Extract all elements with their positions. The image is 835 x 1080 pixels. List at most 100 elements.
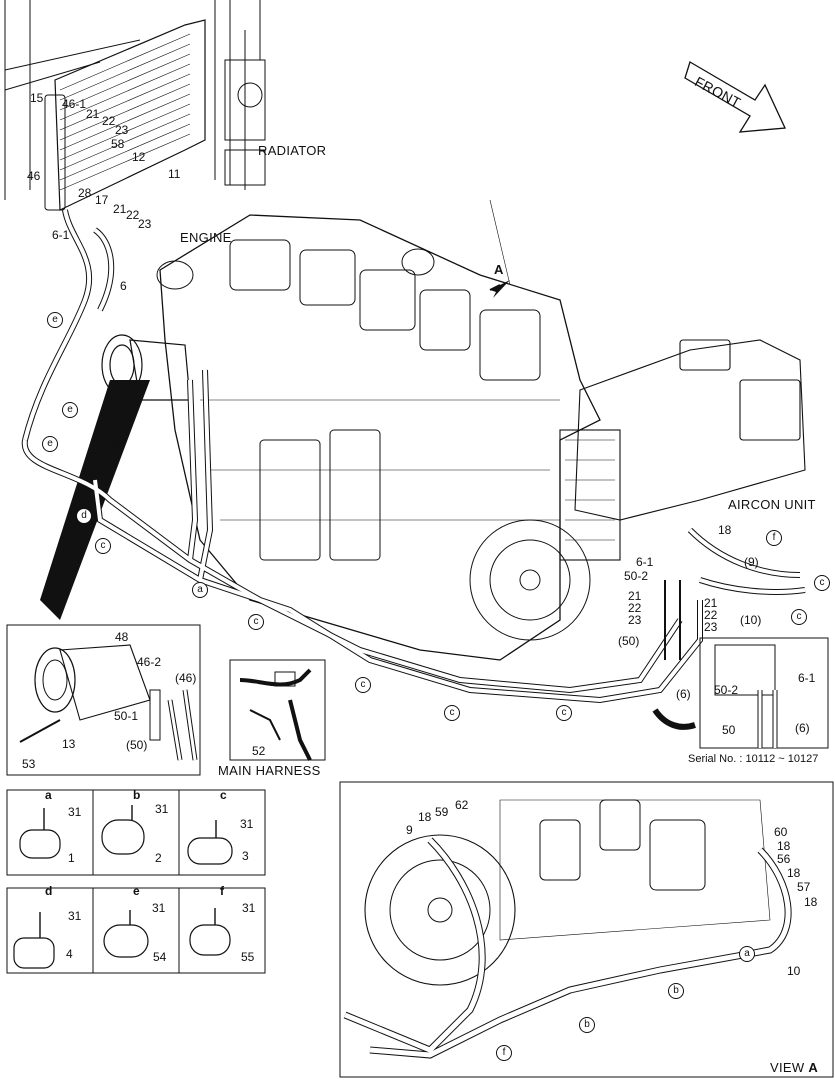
part-label: 52 [252,744,266,758]
clip-callout-a: a [739,946,755,962]
part-label: 18 [718,523,732,537]
clip-callout-b: b [579,1017,595,1033]
part-label: 46 [27,169,41,183]
part-label: 6-1 [798,671,816,685]
clip-callout-a: a [192,582,208,598]
view-a-arrow [490,280,510,298]
part-label: 21 [628,589,642,603]
part-label: (9) [744,555,759,569]
clip-bolt-label: 31 [155,802,169,816]
part-label: 9 [406,823,413,837]
engine-title: ENGINE [180,230,232,245]
part-label: 18 [787,866,801,880]
part-label: 56 [777,852,791,866]
aircon-unit-title: AIRCON UNIT [728,497,816,512]
clip-callout-b: b [668,983,684,999]
part-label: 6-1 [636,555,654,569]
engine-block [156,199,601,661]
part-label: 6 [120,279,127,293]
clip-letter: b [133,788,141,802]
clip-bolt-label: 31 [242,901,256,915]
main-harness-title: MAIN HARNESS [218,763,321,778]
view-a-label: VIEW A [770,1060,818,1075]
part-label: 6-1 [52,228,70,242]
clip-callout-c: c [444,705,460,721]
part-label: 12 [132,150,146,164]
clip-callout-e: e [47,312,63,328]
clip-callout-f: f [496,1045,512,1061]
part-label: 18 [777,839,791,853]
clip-part-label: 1 [68,851,75,865]
clip-bolt-label: 31 [68,805,82,819]
part-label: 50-1 [114,709,139,723]
clip-callout-f: f [766,530,782,546]
part-label: 21 [86,107,100,121]
radiator-title: RADIATOR [258,143,327,158]
part-label: 23 [115,123,129,137]
part-label: 23 [704,620,718,634]
part-label: 22 [704,608,718,622]
part-label: 10 [787,964,801,978]
clip-callout-d: d [76,508,92,524]
part-label: 18 [804,895,818,909]
part-label: 46-1 [62,97,87,111]
part-label: (50) [126,738,148,752]
clip-callout-c: c [814,575,830,591]
hose-lines [21,369,703,704]
clip-letter: e [133,884,140,898]
clip-letter: f [220,884,224,898]
part-label: 21 [704,596,718,610]
view-a-word: VIEW [770,1060,805,1075]
part-label: 50 [722,723,736,737]
part-label: 18 [418,810,432,824]
view-a-inset [339,781,834,1078]
part-label: 60 [774,825,788,839]
clip-letter: c [220,788,227,802]
clip-part-label: 2 [155,851,162,865]
clip-part-label: 4 [66,947,73,961]
clip-callout-e: e [42,436,58,452]
part-label: 59 [435,805,449,819]
part-label: 25 [106,439,120,453]
part-label: 17 [95,193,109,207]
clip-callout-c: c [556,705,572,721]
clip-part-label: 55 [241,950,255,964]
radiator-assembly [4,0,266,441]
part-label: 23 [628,613,642,627]
part-label: 11 [168,167,181,181]
compressor-inset [6,624,201,776]
part-label: 46-2 [137,655,162,669]
part-label: 28 [78,186,92,200]
arrow-a-label: A [494,262,504,277]
clip-part-label: 3 [242,849,249,863]
clip-callout-c: c [791,609,807,625]
part-label: 62 [455,798,469,812]
part-label: 13 [62,737,76,751]
serial-inset [652,637,829,749]
part-label: 21 [113,202,127,216]
part-label: 50-2 [714,683,739,697]
part-label: (6) [795,721,810,735]
clip-letter: a [45,788,52,802]
harness-inset [229,659,326,761]
part-label: (50) [618,634,640,648]
part-label: (6) [676,687,691,701]
part-label: 22 [628,601,642,615]
clip-callout-c: c [355,677,371,693]
clip-letter: d [45,884,53,898]
clip-callout-e: e [62,402,78,418]
part-label: 15 [30,91,44,105]
view-a-letter: A [808,1060,819,1075]
part-label: 48 [115,630,129,644]
clip-bolt-label: 31 [240,817,254,831]
front-arrow-shape [684,61,786,133]
serial-number-text: Serial No. : 10112 ~ 10127 [688,753,819,765]
part-label: 58 [111,137,125,151]
part-label: 23 [138,217,152,231]
part-label: (46) [175,671,197,685]
clip-callout-c: c [248,614,264,630]
clip-table-grid [6,789,266,974]
clip-bolt-label: 31 [152,901,166,915]
clip-part-label: 54 [153,950,167,964]
